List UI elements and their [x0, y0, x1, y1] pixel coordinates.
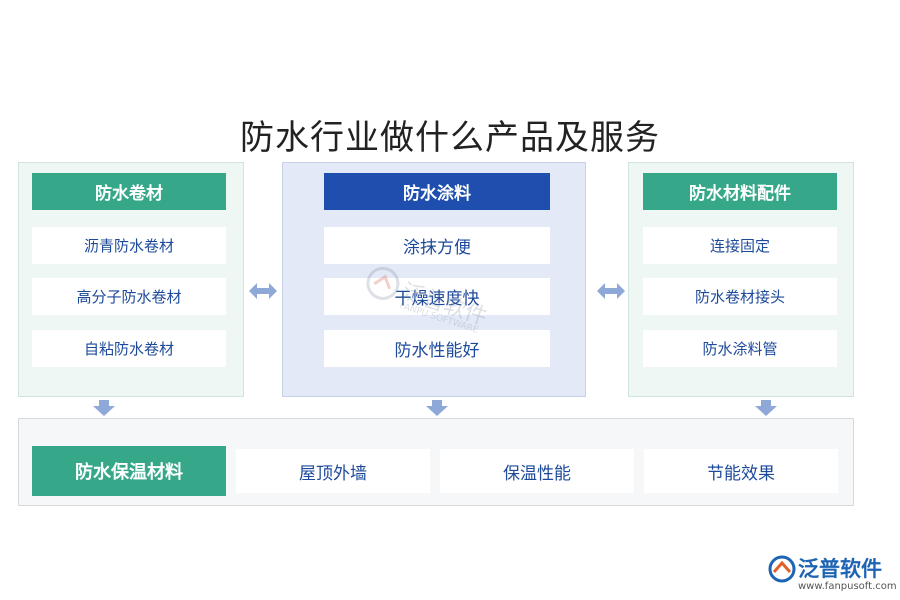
left-item-2: 高分子防水卷材: [32, 278, 226, 315]
bottom-item-1: 屋顶外墙: [236, 449, 430, 493]
right-item-3: 防水涂料管: [643, 330, 837, 367]
brand-name: 泛普软件: [798, 557, 882, 581]
left-item-3: 自粘防水卷材: [32, 330, 226, 367]
double-arrow-left-icon: [249, 283, 277, 299]
center-item-3: 防水性能好: [324, 330, 550, 367]
center-item-2: 干燥速度快: [324, 278, 550, 315]
down-arrow-left-icon: [93, 400, 115, 416]
down-arrow-right-icon: [755, 400, 777, 416]
right-item-1: 连接固定: [643, 227, 837, 264]
brand-logo: 泛普软件 www.fanpusoft.com: [768, 553, 897, 597]
brand-logo-icon: [768, 555, 796, 583]
center-header: 防水涂料: [324, 173, 550, 210]
center-item-1: 涂抹方便: [324, 227, 550, 264]
bottom-header: 防水保温材料: [32, 446, 226, 496]
bottom-item-3: 节能效果: [644, 449, 838, 493]
right-header: 防水材料配件: [643, 173, 837, 210]
diagram-title: 防水行业做什么产品及服务: [240, 118, 660, 158]
double-arrow-right-icon: [597, 283, 625, 299]
right-item-2: 防水卷材接头: [643, 278, 837, 315]
brand-url: www.fanpusoft.com: [798, 581, 897, 592]
left-header: 防水卷材: [32, 173, 226, 210]
watermark-logo-icon: [366, 266, 400, 300]
left-item-1: 沥青防水卷材: [32, 227, 226, 264]
bottom-item-2: 保温性能: [440, 449, 634, 493]
down-arrow-center-icon: [426, 400, 448, 416]
